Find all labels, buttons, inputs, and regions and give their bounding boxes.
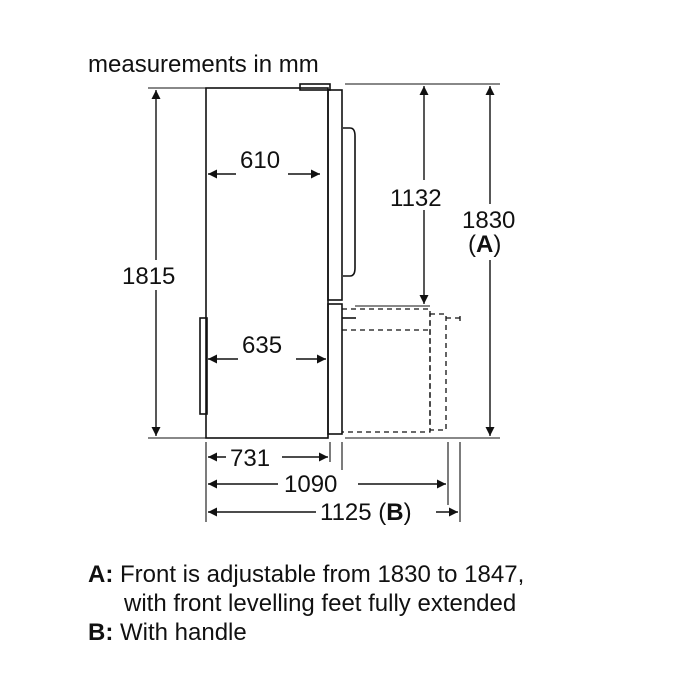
open-drawer-outline xyxy=(342,308,461,433)
fridge-body xyxy=(199,83,356,439)
note-b-line-1: With handle xyxy=(120,619,247,646)
footnotes: A: Front is adjustable from 1830 to 1847… xyxy=(88,560,524,647)
label-height-1830: 1830 xyxy=(462,207,515,234)
label-depth-635: 635 xyxy=(242,332,282,359)
note-b: B: With handle xyxy=(88,618,524,647)
note-a-line-1: Front is adjustable from 1830 to 1847, xyxy=(120,561,525,588)
label-height-1815: 1815 xyxy=(122,263,175,290)
label-depth-610: 610 xyxy=(240,147,280,174)
fridge-cabinet xyxy=(205,87,329,439)
fridge-top-cap xyxy=(299,83,331,91)
note-b-key: B: xyxy=(88,619,114,646)
label-depth-1090: 1090 xyxy=(284,471,337,498)
label-height-1830-key: (A) xyxy=(468,231,501,258)
label-door-1132: 1132 xyxy=(390,185,442,212)
compressor-bump xyxy=(199,317,208,415)
door-handle xyxy=(343,127,356,277)
upper-door xyxy=(327,89,343,301)
note-a-line-2: with front levelling feet fully extended xyxy=(124,590,517,617)
measurements-title: measurements in mm xyxy=(88,51,319,78)
label-depth-731: 731 xyxy=(230,445,270,472)
extension-lines xyxy=(148,83,500,522)
note-a: A: Front is adjustable from 1830 to 1847… xyxy=(88,560,524,589)
note-a-key: A: xyxy=(88,561,114,588)
lower-drawer-front xyxy=(327,303,343,435)
note-a-line-2-row: with front levelling feet fully extended xyxy=(88,589,524,618)
label-depth-1125: 1125 (B) xyxy=(320,499,412,526)
